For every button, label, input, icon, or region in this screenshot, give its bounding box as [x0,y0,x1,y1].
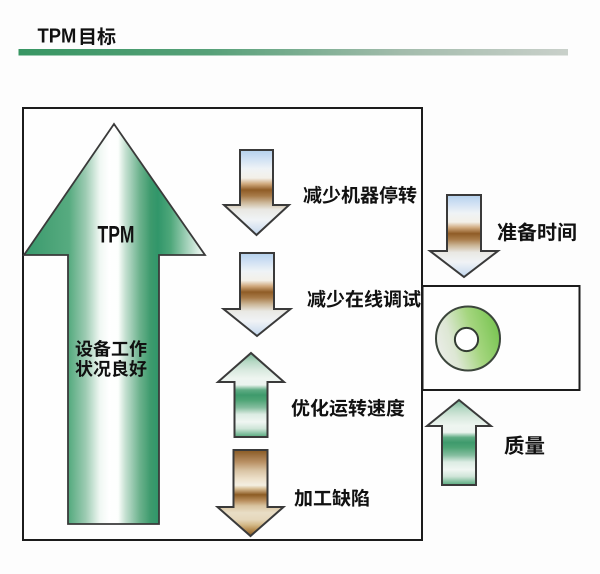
svg-text:TPM: TPM [38,26,77,48]
svg-text:TPM: TPM [98,222,135,248]
